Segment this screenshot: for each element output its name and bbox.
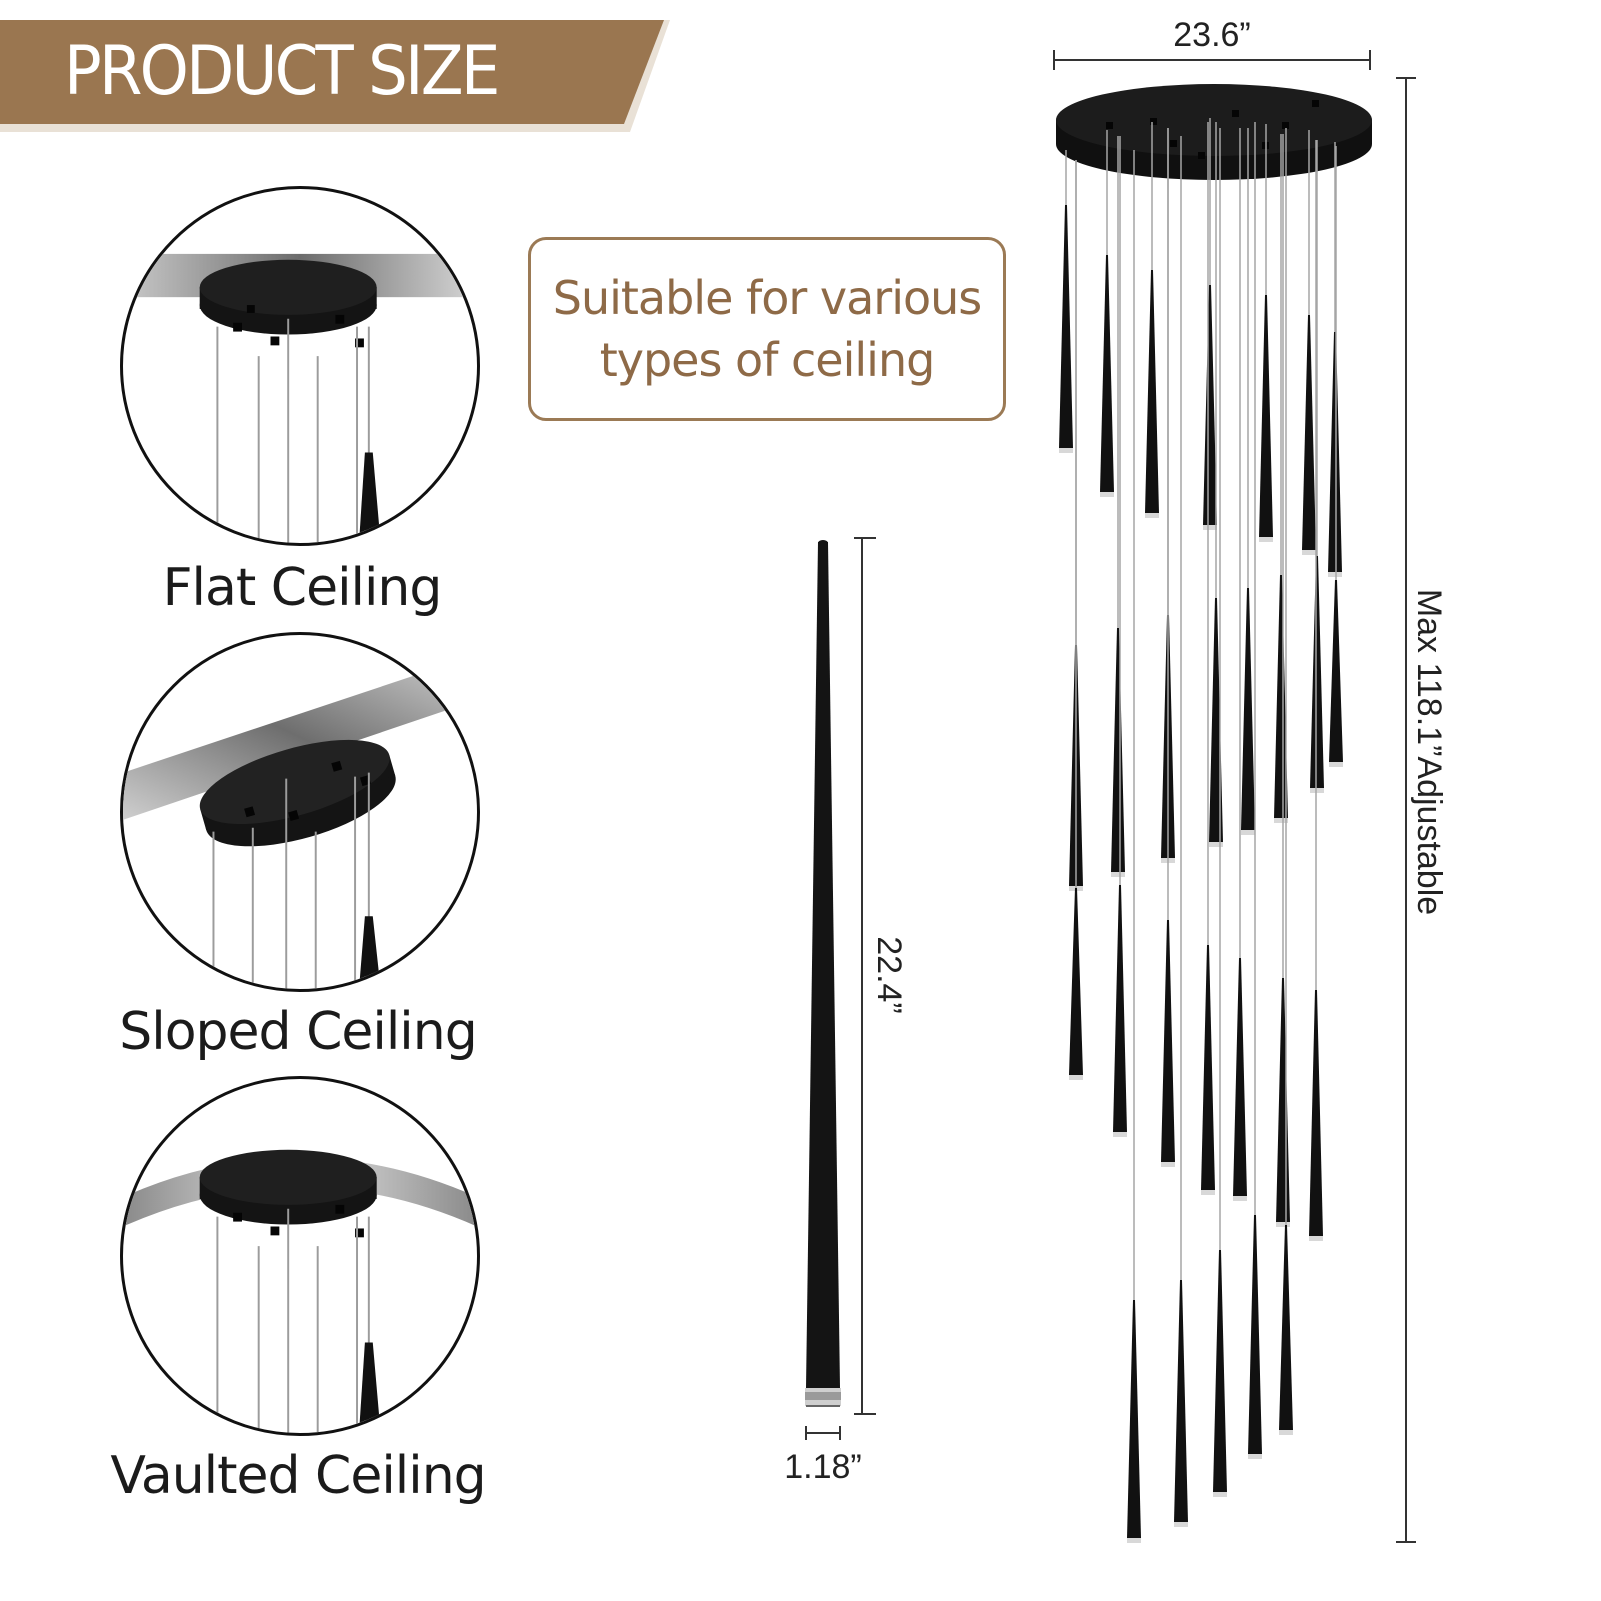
pendant-cone — [1328, 332, 1342, 572]
pendant-cone — [1276, 978, 1290, 1222]
pendant-cluster — [1059, 118, 1343, 1543]
sloped-ceiling-mount-icon — [120, 632, 480, 992]
pendant-cone — [1233, 958, 1247, 1196]
max-height-label: Max 118.1”Adjustable — [1410, 589, 1448, 915]
pendant-cone — [1203, 285, 1217, 525]
banner-background — [0, 20, 670, 132]
pendant-light-tip — [1145, 513, 1159, 518]
pendant-cone — [1059, 205, 1073, 448]
pendant-cone — [1248, 1215, 1262, 1454]
single-pendant-icon — [805, 540, 841, 1407]
ceiling-note-box: Suitable for various types of ceiling — [528, 237, 1006, 421]
pendant-length-label: 22.4” — [870, 936, 908, 1014]
pendant-light-tip — [1259, 537, 1273, 542]
pendant-cone — [1111, 628, 1125, 872]
vaulted-ceiling-mount-icon — [120, 1076, 480, 1436]
pendant-cone — [1174, 1280, 1188, 1522]
vaulted-ceiling-label: Vaulted Ceiling — [110, 1446, 486, 1506]
pendant-light-tip — [1113, 1132, 1127, 1137]
note-line-2: types of ceiling — [599, 333, 936, 387]
pendant-light-tip — [1111, 872, 1125, 877]
pendant-cone — [1241, 588, 1255, 830]
canopy-width-dimension — [1053, 50, 1371, 70]
pendant-light-tip — [1248, 1454, 1262, 1459]
pendant-light-tip — [1233, 1196, 1247, 1201]
pendant-light-tip — [1201, 1190, 1215, 1195]
pendant-cone — [1279, 1225, 1293, 1430]
pendant-light-tip — [1310, 788, 1324, 793]
pendant-cone — [1113, 885, 1127, 1132]
pendant-light-tip — [1213, 1492, 1227, 1497]
pendant-cone — [1161, 920, 1175, 1162]
pendant-cone — [1069, 888, 1083, 1075]
pendant-light-tip — [1059, 448, 1073, 453]
pendant-light-tip — [1329, 762, 1343, 767]
pendant-light-tip — [1127, 1538, 1141, 1543]
pendant-light-tip — [1174, 1522, 1188, 1527]
pendant-light-tip — [1279, 1430, 1293, 1435]
pendant-cone — [1329, 580, 1343, 762]
canopy-icon — [1056, 84, 1372, 180]
page-title: PRODUCT SIZE — [64, 32, 500, 111]
pendant-light-tip — [1309, 1236, 1323, 1241]
pendant-cone — [1145, 270, 1159, 513]
pendant-light-tip — [1328, 572, 1342, 577]
pendant-cone — [1274, 575, 1288, 818]
pendant-light-tip — [1276, 1222, 1290, 1227]
pendant-diameter-dimension — [805, 1426, 841, 1440]
flat-ceiling-label: Flat Ceiling — [162, 558, 443, 618]
pendant-length-dimension — [854, 537, 876, 1415]
flat-ceiling-mount-icon — [120, 186, 480, 546]
pendant-cone — [1209, 598, 1223, 842]
pendant-cone — [1302, 315, 1316, 550]
pendant-light-tip — [1203, 525, 1217, 530]
pendant-cone — [1309, 990, 1323, 1236]
pendant-light-tip — [1100, 492, 1114, 497]
pendant-cone — [1213, 1250, 1227, 1492]
pendant-light-tip — [1069, 1075, 1083, 1080]
pendant-light-tip — [1161, 1162, 1175, 1167]
pendant-cone — [1100, 255, 1114, 492]
note-line-1: Suitable for various — [552, 271, 982, 325]
canopy-width-label: 23.6” — [1173, 16, 1251, 54]
pendant-cone — [1201, 945, 1215, 1190]
pendant-light-tip — [1209, 842, 1223, 847]
max-height-dimension — [1396, 77, 1416, 1543]
pendant-cone — [1259, 295, 1273, 537]
pendant-diameter-label: 1.18” — [784, 1448, 862, 1486]
sloped-ceiling-label: Sloped Ceiling — [119, 1002, 477, 1062]
pendant-cone — [1310, 556, 1324, 788]
pendant-light-tip — [1274, 818, 1288, 823]
pendant-cone — [1127, 1300, 1141, 1538]
pendant-light-tip — [1302, 550, 1316, 555]
pendant-light-tip — [1241, 830, 1255, 835]
